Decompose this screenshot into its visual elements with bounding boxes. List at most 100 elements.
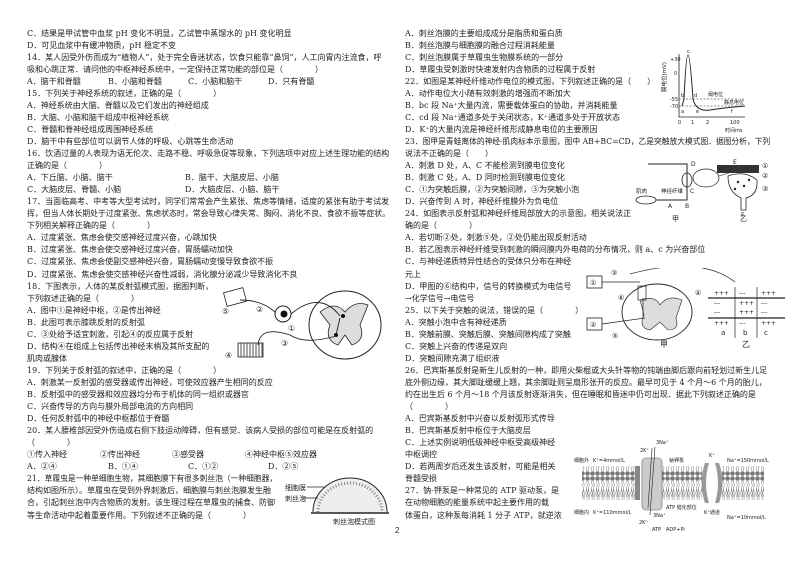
- option-text: C．大脑皮层、脊髓、小脑: [27, 185, 122, 195]
- text-line: 中枢调控: [405, 450, 437, 460]
- yi-label: 乙: [740, 215, 747, 223]
- text-line: 正确的是（ ）: [27, 161, 107, 171]
- text-line: C．①为突触后膜，②为突触间隙，③为突触小泡: [405, 185, 580, 195]
- text-line: B．若乙图表示神经纤维受到刺激的瞬间膜内外电荷的分布情况，则 a、c 为兴奋部位: [405, 245, 706, 255]
- muscle-label: 肌肉: [636, 187, 647, 195]
- bilayer-left: [582, 466, 637, 500]
- text-line: B．此图可表示膝跳反射的反射弧: [27, 317, 145, 327]
- option-text: ②传出神经: [100, 450, 140, 460]
- atp-site-label: ATP 催化部位: [666, 504, 697, 511]
- charge-b-out2: ---: [739, 320, 746, 327]
- yi-label: 乙: [742, 340, 750, 349]
- xtick-1: 1: [691, 120, 694, 126]
- charge-a-in: ---: [714, 300, 721, 307]
- reflex-fiber-figure: ① ② ③ ④ ⑤ ⑥ 甲 +++ --- +++ --- +++ --- --…: [586, 268, 785, 349]
- charge-c-in: ---: [761, 300, 768, 307]
- postsynaptic-membrane: [717, 165, 759, 173]
- text-line: C．兴奋传导的方向与膜外局部电流的方向相同: [27, 402, 194, 412]
- jia-label: 甲: [660, 340, 668, 349]
- text-line: 下列叙述正确的是（ ）: [27, 293, 139, 303]
- label-3: ③: [611, 269, 617, 277]
- text-line: C．与神经递质特异性结合的受体只分布在神经: [405, 257, 572, 267]
- action-potential-figure: 膜电位(mV) +30 0 -55 -70 a b c d e f 阈电位 静息…: [660, 49, 746, 134]
- text-line: B．刺丝泡膜与细胞膜的融合过程消耗能量: [405, 40, 555, 50]
- text-line: 17．当面临高考、中考等大型考试时，同学们常常会产生紧张、焦虑等情绪，适度的紧张…: [27, 197, 390, 207]
- charge-a-out2: +++: [714, 320, 729, 327]
- jia-label: 甲: [672, 215, 679, 223]
- xtick-0: 0: [678, 120, 681, 126]
- text-line: B．突触前膜、突触后膜、突触间隙构成了突触: [405, 329, 571, 339]
- option-text: D．只有脊髓: [268, 76, 315, 86]
- k-ion-label: K⁺: [709, 453, 715, 459]
- text-line: B．过度紧张、焦虑会使交感神经过度兴奋，胃肠蠕动加快: [27, 245, 233, 255]
- text-line: B．bc 段 Na⁺大量内流，需要载体蛋白的协助，并消耗能量: [405, 100, 618, 110]
- label-3: ③: [762, 185, 768, 193]
- fiber-label: 神经纤维: [661, 187, 684, 195]
- label-1: ①: [762, 162, 768, 170]
- option-text: C．小脑和脑干: [188, 76, 243, 86]
- text-line: D．突触间隙充满了组织液: [405, 353, 500, 363]
- presynaptic-terminal: [727, 173, 758, 211]
- three-na-top-label: 3Na⁺: [656, 440, 669, 446]
- magnify-bubble: [692, 168, 720, 188]
- text-line: A．刺激 D 处，A、C 不能检测到膜电位变化: [405, 161, 565, 171]
- text-line: C．刺丝泡膜属于草履虫生物膜系统的一部分: [405, 52, 564, 62]
- point-B: B: [685, 203, 689, 210]
- ion-arrows: [647, 446, 656, 516]
- nerves: [601, 281, 646, 325]
- option-text: A．脑干和脊髓: [27, 76, 81, 86]
- text-line: A．刺激某一反射弧的感受器或传出神经，可使效应器产生相同的反应: [27, 377, 273, 387]
- text-line: 在动物细胞的能量系统中起主要作用的载: [405, 498, 549, 508]
- x-axis-label: 时间ms: [725, 127, 743, 134]
- k-channel-right: [715, 463, 723, 503]
- xtick-2: 2: [706, 120, 709, 126]
- option-text: ③感受器: [172, 450, 204, 460]
- option-text: A．②④: [27, 462, 57, 472]
- ytick-30: +30: [670, 57, 681, 63]
- gray-matter: [319, 303, 369, 346]
- option-text: D．②⑤: [268, 462, 299, 472]
- label-4: ④: [695, 289, 701, 297]
- charge-c-out2: +++: [761, 320, 776, 327]
- text-line: D．甲图的⑥结构中，信号的转换模式为电信号: [405, 281, 572, 291]
- text-line: 元上: [405, 269, 421, 279]
- text-line: 约在出生后 6 个月～18 个月该反射逐渐消失，但在睡眠和昏迷中仍可出现．据此下…: [405, 390, 756, 399]
- option-text: ①传入神经: [27, 450, 67, 460]
- text-line: C．cd 段 Na⁺通道多处于关闭状态，K⁺通道多处于开放状态: [405, 112, 620, 122]
- text-line: C．结果是甲试管中血浆 pH 变化不明显，乙试管中蒸馏水的 pH 变化明显: [27, 28, 292, 38]
- charge-c-in2: ---: [761, 309, 768, 316]
- text-line: →化学信号→电信号: [405, 293, 475, 303]
- outside-label: 细胞外: [574, 457, 589, 464]
- option-text: B．脑干、大脑皮层、小脑: [185, 173, 279, 183]
- nerve-muscle-figure: D C A B E F 肌肉 神经纤维 ① ② ③ 甲 乙: [635, 159, 768, 223]
- label-3: ③: [281, 339, 288, 348]
- text-line: D．脑干中有些部位可以调节人体的呼吸、心跳等生命活动: [27, 136, 234, 146]
- spinal-cord: [621, 283, 693, 341]
- text-line: D．K⁺的大量内流是神经纤维形成静息电位的主要原因: [405, 124, 598, 134]
- ytick-0: 0: [674, 71, 677, 77]
- text-line: D．若两周岁后还发生该反射，可能是相关: [405, 462, 556, 472]
- text-line: D．兴奋传到 A 时，神经纤维膜外为负电位: [405, 197, 559, 207]
- segment-b: b: [743, 329, 748, 337]
- charge-c-out: +++: [761, 290, 776, 297]
- text-line: 14．某人因受外伤而成为“植物人”，处于完全昏迷状态，饮食只能靠“鼻饲”，人工向…: [27, 52, 382, 62]
- receptor: [223, 287, 247, 307]
- text-line: 确的是（ ）: [405, 221, 477, 231]
- text-line: D．任何反射弧中的神经中枢都位于脊髓: [27, 414, 170, 424]
- text-line: A．神经系统由大脑、脊髓以及它们发出的神经组成: [27, 100, 209, 110]
- text-line: B．巴宾斯基反射中枢位于大脑皮层: [405, 426, 531, 436]
- ytick-55: -55: [670, 97, 678, 103]
- point-D: D: [691, 161, 696, 168]
- muscle: [635, 195, 657, 205]
- text-line: 23．图甲是青蛙离体的神经-肌肉标本示意图，图中 AB+BC=CD，乙是突触放大…: [405, 136, 771, 146]
- two-k-label: 2K⁺: [639, 520, 648, 526]
- charge-a-out: +++: [714, 290, 729, 297]
- text-line: （ ）: [27, 438, 75, 448]
- pump-label: 钠钾泵: [669, 457, 684, 464]
- effector: [237, 342, 264, 358]
- text-line: D．结构④在组成上包括传出神经末梢及其所支配的: [27, 341, 210, 351]
- membrane-protein: [635, 466, 640, 500]
- text-line: D．可见血浆中有缓冲物质，pH 稳定不变: [27, 40, 177, 50]
- text-line: C．脊髓和脊神经组成周围神经系统: [27, 124, 154, 134]
